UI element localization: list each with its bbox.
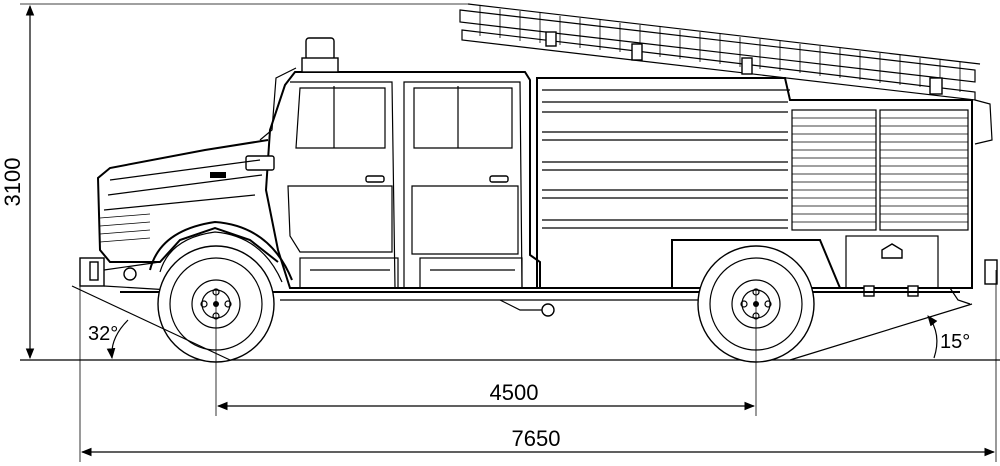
- approach-angle: 32°: [71, 285, 231, 361]
- wheelbase-label: 4500: [490, 380, 539, 405]
- crew-cab: [245, 37, 541, 289]
- approach-angle-label: 32°: [88, 323, 118, 345]
- front-hood: [79, 139, 293, 291]
- height-label: 3100: [0, 158, 25, 207]
- wheelbase-dimension: 4500: [215, 290, 757, 416]
- overall-length-dimension: 7650: [79, 258, 997, 462]
- departure-angle: 15°: [789, 303, 973, 361]
- overall-length-label: 7650: [512, 426, 561, 451]
- departure-angle-label: 15°: [940, 331, 970, 353]
- height-dimension: 3100: [0, 3, 470, 360]
